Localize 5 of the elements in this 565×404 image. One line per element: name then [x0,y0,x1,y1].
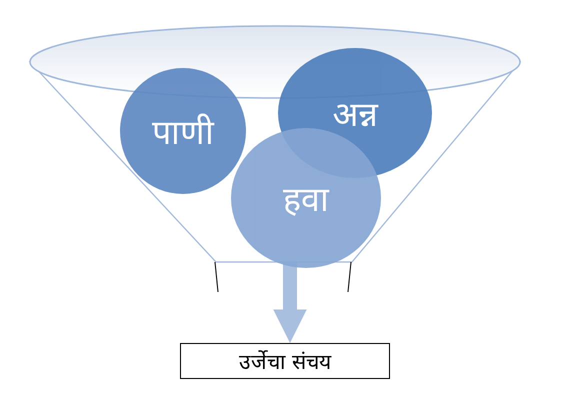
label-box: उर्जेचा संचय [180,343,390,379]
circle-label: हवा [283,179,329,221]
circle-label: अन्न [332,94,378,136]
circle-label: पाणी [152,112,214,154]
block-arrow [273,262,307,343]
